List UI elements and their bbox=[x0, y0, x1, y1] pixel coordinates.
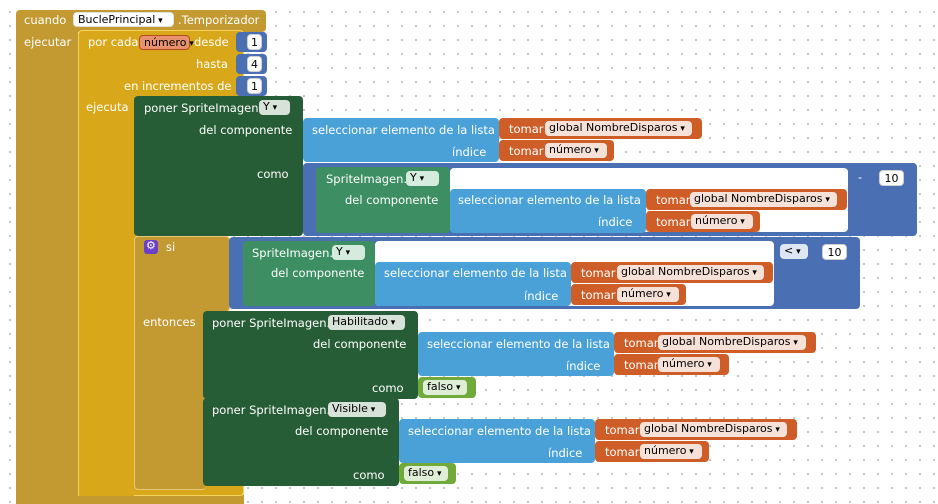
local-variable-dropdown-5[interactable]: número bbox=[640, 444, 702, 459]
setter3-del-componente-label: del componente bbox=[295, 424, 389, 438]
false-dropdown[interactable]: falso bbox=[423, 380, 467, 395]
getter1-del-componente-label: del componente bbox=[345, 193, 439, 207]
setter2-poner-label: poner SpriteImagen. bbox=[212, 316, 331, 330]
tomar-label-5: tomar bbox=[581, 266, 616, 280]
setter3-poner-label: poner SpriteImagen. bbox=[212, 403, 331, 417]
select-list-indice-label-5: índice bbox=[548, 446, 583, 460]
select-list-item-block-5[interactable] bbox=[399, 419, 595, 463]
if-entonces-label: entonces bbox=[143, 315, 196, 329]
compare-operator-dropdown[interactable]: < bbox=[780, 244, 808, 259]
ejecutar-label: ejecutar bbox=[24, 35, 72, 49]
select-list-label-3: seleccionar elemento de la lista bbox=[384, 266, 567, 280]
local-variable-dropdown-4[interactable]: número bbox=[658, 357, 720, 372]
hasta-label: hasta bbox=[196, 57, 228, 71]
tomar-label-7: tomar bbox=[624, 336, 659, 350]
local-variable-dropdown-3[interactable]: número bbox=[617, 287, 679, 302]
global-variable-dropdown-4[interactable]: global NombreDisparos bbox=[658, 335, 806, 350]
global-variable-dropdown[interactable]: global NombreDisparos bbox=[545, 121, 692, 136]
getter2-property-dropdown[interactable]: Y bbox=[332, 245, 365, 260]
desde-label: desde bbox=[194, 35, 229, 49]
select-list-indice-label-3: índice bbox=[524, 289, 559, 303]
por-cada-label: por cada bbox=[88, 35, 139, 49]
select-list-label-5: seleccionar elemento de la lista bbox=[408, 424, 591, 438]
for-range-body bbox=[78, 96, 136, 496]
select-list-label-4: seleccionar elemento de la lista bbox=[427, 337, 610, 351]
select-list-indice-label: índice bbox=[452, 145, 487, 159]
compare-value-field[interactable]: 10 bbox=[822, 244, 847, 260]
event-component-dropdown[interactable]: BuclePrincipal bbox=[73, 12, 174, 27]
false-dropdown-2[interactable]: falso bbox=[404, 466, 448, 481]
getter1-property-dropdown[interactable]: Y bbox=[406, 171, 439, 186]
select-list-label: seleccionar elemento de la lista bbox=[312, 123, 495, 137]
select-list-item-block[interactable] bbox=[303, 118, 499, 162]
local-variable-dropdown-2[interactable]: número bbox=[691, 214, 753, 229]
to-number-field[interactable]: 4 bbox=[247, 56, 262, 72]
if-block-body bbox=[134, 308, 206, 490]
global-variable-dropdown-5[interactable]: global NombreDisparos bbox=[640, 422, 787, 437]
select-list-item-block-2[interactable] bbox=[450, 189, 646, 233]
setter2-del-componente-label: del componente bbox=[313, 337, 407, 351]
gear-icon[interactable]: ⚙ bbox=[144, 239, 158, 254]
tomar-label-9: tomar bbox=[605, 423, 640, 437]
tomar-label-10: tomar bbox=[605, 445, 640, 459]
setter1-como-label: como bbox=[257, 167, 289, 181]
event-cuando-label: cuando bbox=[24, 13, 67, 27]
ejecuta-label: ejecuta bbox=[86, 100, 129, 114]
setter3-property-dropdown[interactable]: Visible bbox=[328, 402, 386, 417]
setter1-del-componente-label: del componente bbox=[199, 123, 293, 137]
event-block-body bbox=[16, 28, 78, 498]
global-variable-dropdown-3[interactable]: global NombreDisparos bbox=[617, 265, 764, 280]
setter2-property-dropdown[interactable]: Habilitado bbox=[328, 315, 405, 330]
select-list-indice-label-2: índice bbox=[598, 215, 633, 229]
local-variable-dropdown[interactable]: número bbox=[545, 143, 607, 158]
setter3-como-label: como bbox=[353, 468, 385, 482]
minus-value-field[interactable]: 10 bbox=[879, 170, 904, 186]
tomar-label-4: tomar bbox=[656, 215, 691, 229]
set-sprite-y-block[interactable] bbox=[134, 96, 303, 236]
select-list-item-block-3[interactable] bbox=[375, 262, 571, 306]
from-number-field[interactable]: 1 bbox=[247, 34, 262, 50]
global-variable-dropdown-2[interactable]: global NombreDisparos bbox=[690, 192, 837, 207]
select-list-label-2: seleccionar elemento de la lista bbox=[458, 193, 641, 207]
getter2-component-label: SpriteImagen. bbox=[252, 246, 334, 260]
incrementos-label: en incrementos de bbox=[124, 79, 232, 93]
event-name-label: .Temporizador bbox=[178, 13, 260, 27]
tomar-label: tomar bbox=[509, 122, 544, 136]
tomar-label-2: tomar bbox=[509, 144, 544, 158]
setter1-property-dropdown[interactable]: Y bbox=[259, 100, 290, 115]
select-list-item-block-4[interactable] bbox=[418, 332, 614, 376]
if-si-label: si bbox=[166, 240, 176, 254]
setter1-poner-label: poner SpriteImagen. bbox=[144, 101, 263, 115]
step-number-field[interactable]: 1 bbox=[247, 78, 262, 94]
setter2-como-label: como bbox=[372, 381, 404, 395]
getter1-component-label: SpriteImagen. bbox=[326, 172, 408, 186]
loop-variable-field[interactable]: número bbox=[139, 35, 190, 50]
tomar-label-3: tomar bbox=[656, 193, 691, 207]
tomar-label-8: tomar bbox=[624, 358, 659, 372]
tomar-label-6: tomar bbox=[581, 288, 616, 302]
getter2-del-componente-label: del componente bbox=[271, 266, 365, 280]
math-minus-operator[interactable]: - bbox=[858, 170, 863, 184]
select-list-indice-label-4: índice bbox=[566, 359, 601, 373]
